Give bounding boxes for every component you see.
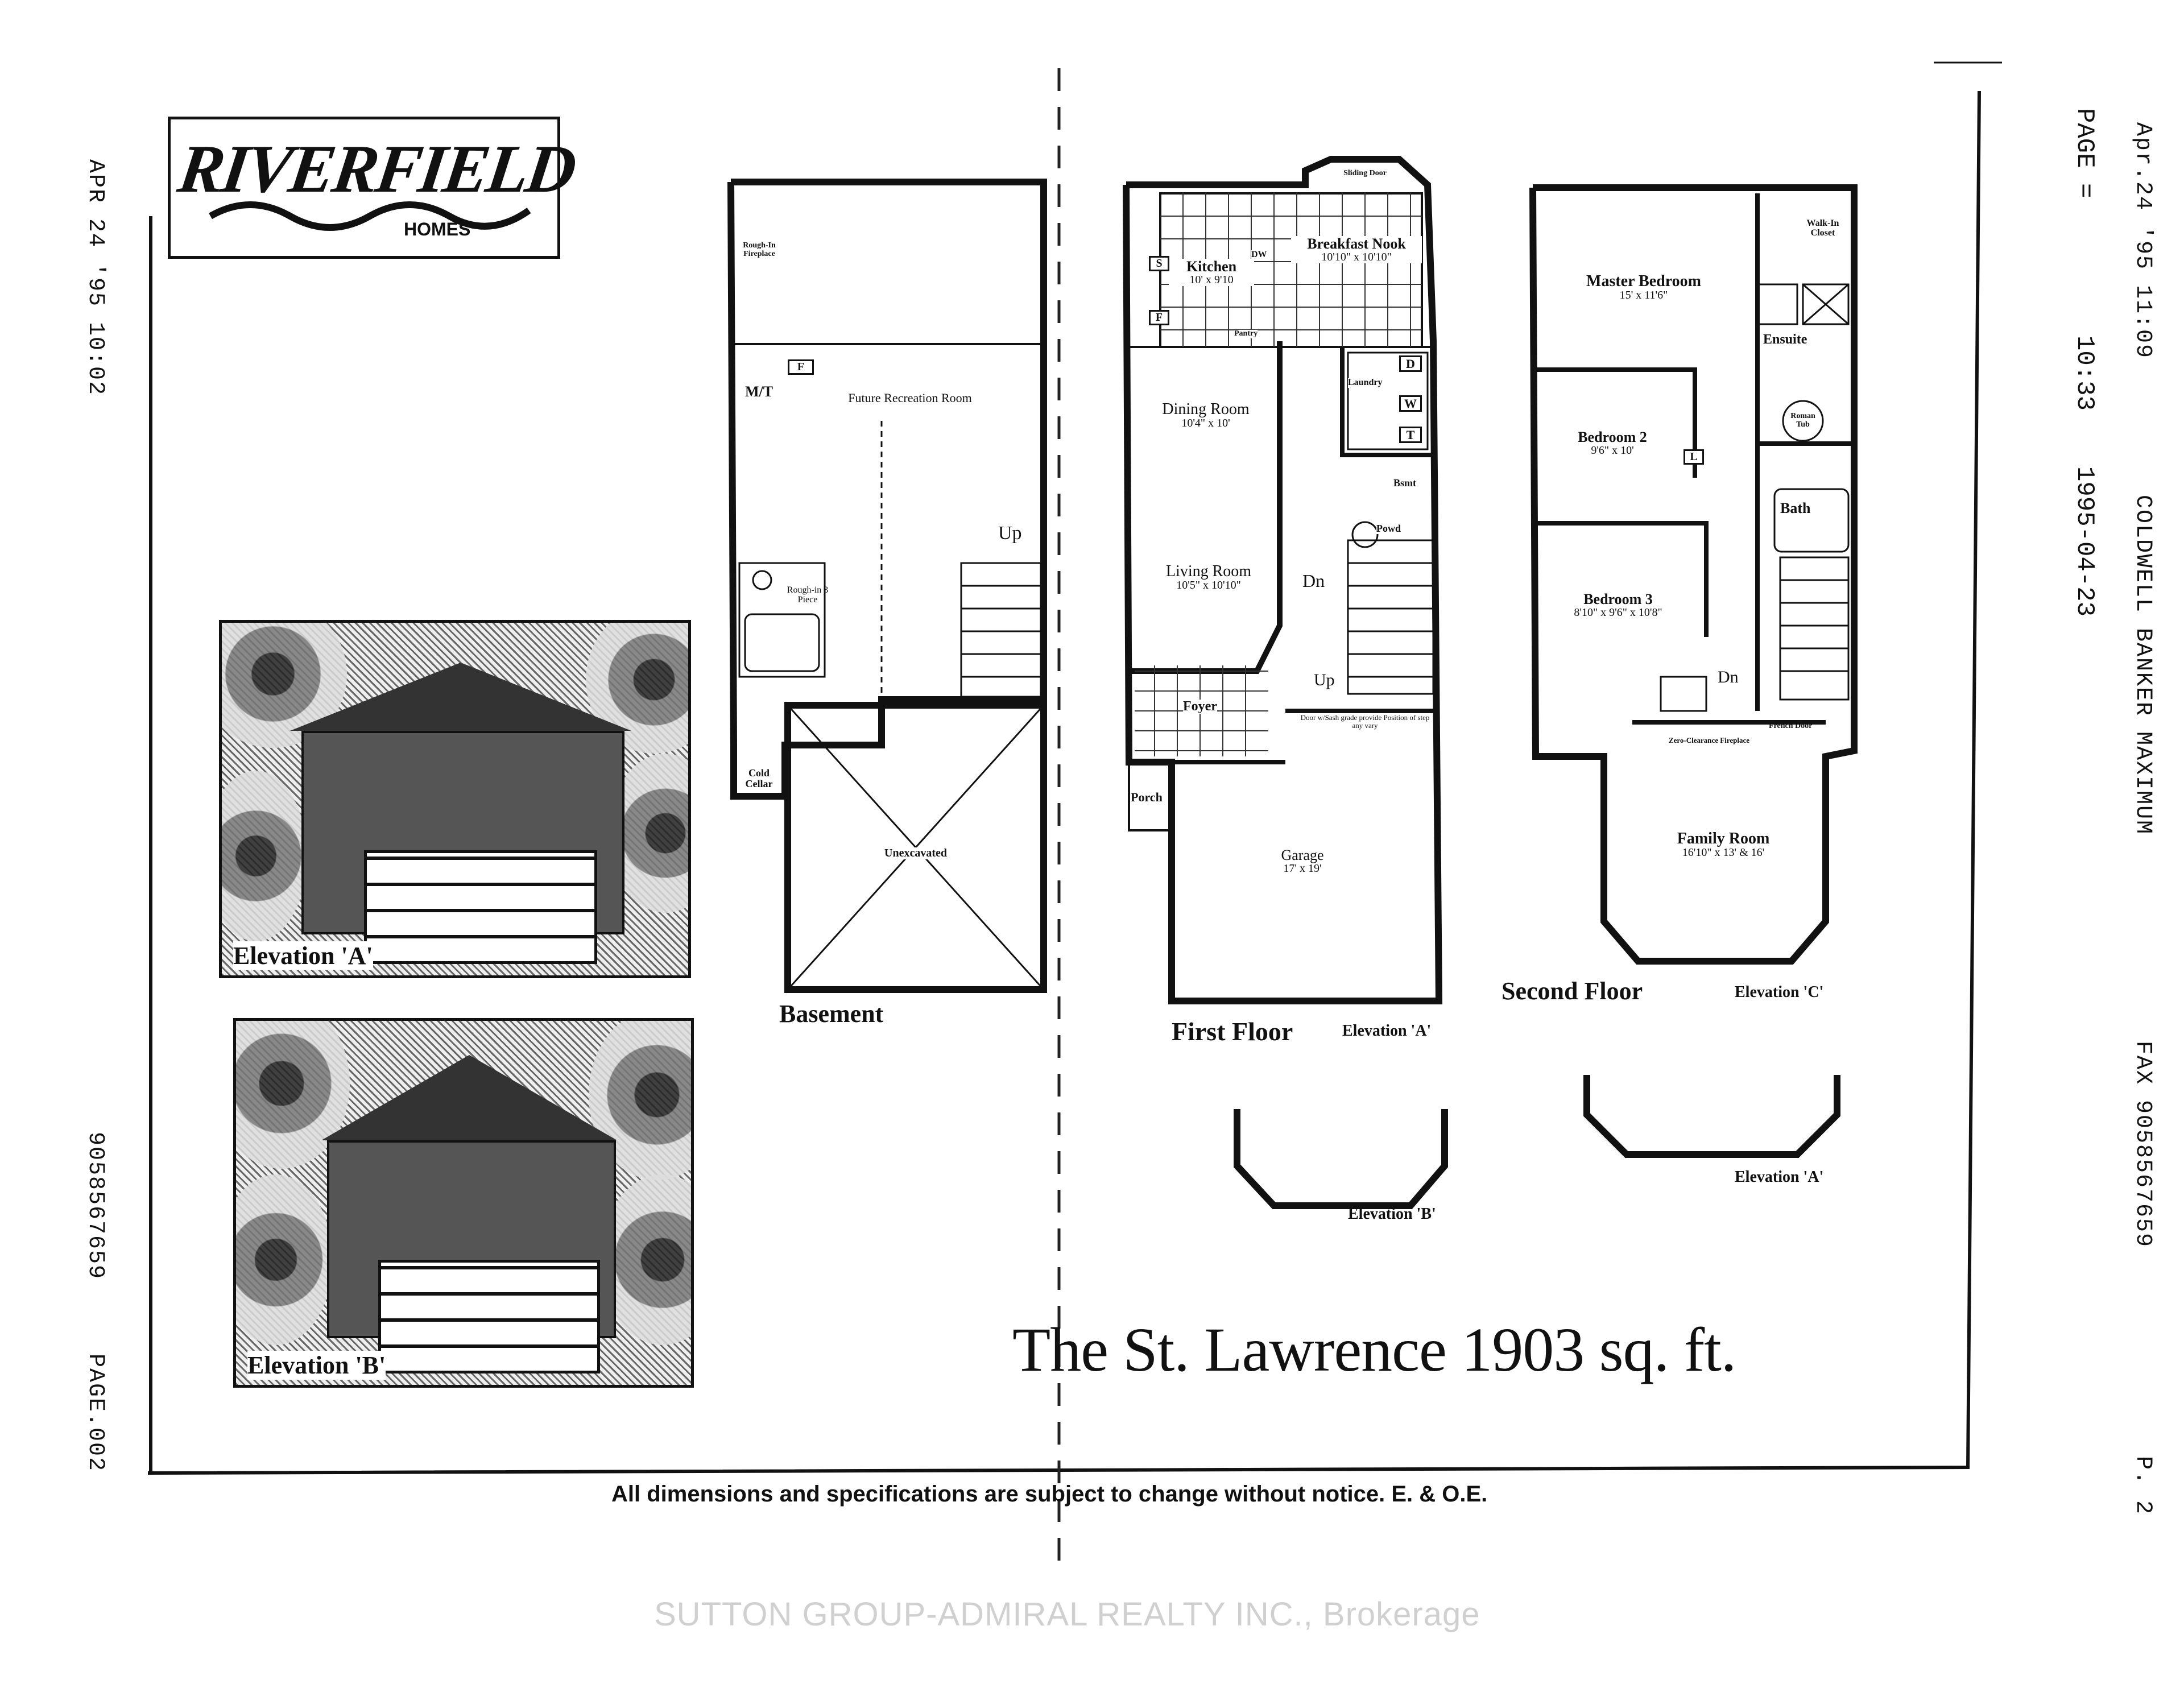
elevation-a-label: Elevation 'A' — [233, 941, 373, 970]
basement-rough-in-3piece: Rough-in 3 Piece — [787, 585, 829, 605]
garage-name: Garage — [1281, 847, 1324, 863]
dining-dim: 10'4" x 10' — [1181, 417, 1230, 430]
second-walk-in: Walk-In Closet — [1806, 218, 1839, 238]
first-porch: Porch — [1131, 790, 1163, 804]
second-french-door: French Door — [1769, 722, 1813, 730]
second-elevation-c: Elevation 'C' — [1735, 983, 1824, 1001]
second-family: Family Room 16'10" x 13' & 16' — [1638, 830, 1809, 859]
builder-logo-sub: HOMES — [404, 219, 471, 239]
master-dim: 15' x 11'6" — [1619, 289, 1668, 302]
breakfast-nook-name: Breakfast Nook — [1307, 235, 1406, 252]
first-elevation-b: Elevation 'B' — [1348, 1205, 1436, 1223]
first-laundry: Laundry — [1348, 378, 1383, 388]
first-breakfast-nook: Breakfast Nook 10'10" x 10'10" — [1291, 235, 1422, 264]
garage-door-icon — [378, 1260, 600, 1373]
basement-title: Basement — [779, 1000, 884, 1028]
elevation-a-rendering: Elevation 'A' — [219, 620, 691, 978]
first-w: W — [1399, 395, 1422, 412]
first-f: F — [1149, 310, 1169, 325]
garage-door-icon — [364, 850, 597, 964]
first-sliding-door: Sliding Door — [1343, 169, 1387, 177]
family-dim: 16'10" x 13' & 16' — [1682, 846, 1765, 859]
family-name: Family Room — [1677, 830, 1770, 847]
second-bed3: Bedroom 3 8'10" x 9'6" x 10'8" — [1553, 591, 1684, 619]
first-dn: Dn — [1302, 570, 1325, 591]
kitchen-name: Kitchen — [1186, 258, 1237, 275]
basement-rough-in-fireplace: Rough-In Fireplace — [743, 241, 776, 258]
basement-f: F — [788, 359, 814, 375]
second-ensuite: Ensuite — [1763, 332, 1807, 347]
second-l: L — [1684, 449, 1704, 465]
elevation-b-label: Elevation 'B' — [247, 1351, 386, 1380]
second-floor-title: Second Floor — [1502, 977, 1643, 1005]
first-d: D — [1399, 355, 1422, 373]
kitchen-dim: 10' x 9'10 — [1189, 274, 1234, 287]
first-garage: Garage 17' x 19' — [1251, 847, 1354, 875]
elevation-b-rendering: Elevation 'B' — [233, 1018, 694, 1388]
basement-cold-cellar: Cold Cellar — [745, 767, 773, 789]
master-name: Master Bedroom — [1586, 272, 1701, 290]
model-title: The St. Lawrence 1903 sq. ft. — [1012, 1315, 1736, 1384]
first-garage-note: Door w/Sash grade provide Position of st… — [1300, 713, 1430, 730]
first-floor-title: First Floor — [1172, 1017, 1293, 1046]
first-living: Living Room 10'5" x 10'10" — [1146, 563, 1271, 591]
basement-mt: M/T — [745, 383, 774, 400]
first-bsmt: Bsmt — [1393, 477, 1416, 489]
second-master: Master Bedroom 15' x 11'6" — [1558, 273, 1729, 301]
garage-dim: 17' x 19' — [1283, 862, 1322, 875]
first-dining: Dining Room 10'4" x 10' — [1149, 401, 1263, 429]
breakfast-nook-dim: 10'10" x 10'10" — [1321, 251, 1392, 264]
living-dim: 10'5" x 10'10" — [1176, 579, 1241, 592]
first-t: T — [1399, 427, 1422, 444]
builder-logo: RIVERFIELD HOMES — [168, 117, 579, 259]
basement-unexcavated: Unexcavated — [853, 847, 978, 859]
second-elevation-a: Elevation 'A' — [1735, 1168, 1824, 1186]
basement-up: Up — [998, 523, 1022, 544]
watermark: SUTTON GROUP-ADMIRAL REALTY INC., Broker… — [654, 1596, 1480, 1633]
first-up: Up — [1314, 671, 1335, 689]
first-powd: Powd — [1376, 523, 1401, 534]
first-pantry: Pantry — [1234, 329, 1258, 338]
bed2-dim: 9'6" x 10' — [1591, 444, 1634, 457]
house-roof-icon — [321, 1055, 617, 1140]
second-bath: Bath — [1780, 500, 1811, 516]
first-s: S — [1149, 256, 1169, 271]
bed3-dim: 8'10" x 9'6" x 10'8" — [1574, 606, 1662, 619]
second-roman-tub: Roman Tub — [1790, 412, 1815, 429]
basement-future-rec: Future Recreation Room — [848, 391, 972, 405]
second-bed2: Bedroom 2 9'6" x 10' — [1553, 429, 1672, 457]
first-dw: DW — [1251, 250, 1267, 260]
first-foyer: Foyer — [1183, 699, 1217, 714]
first-elevation-a: Elevation 'A' — [1342, 1022, 1432, 1040]
living-name: Living Room — [1165, 562, 1252, 580]
disclaimer: All dimensions and specifications are su… — [611, 1482, 1488, 1507]
house-roof-icon — [290, 663, 631, 731]
second-fireplace: Zero-Clearance Fireplace — [1668, 736, 1750, 744]
logo-wave-icon — [209, 201, 531, 231]
bed3-name: Bedroom 3 — [1583, 591, 1653, 607]
dining-name: Dining Room — [1162, 400, 1250, 418]
bed2-name: Bedroom 2 — [1578, 429, 1647, 445]
second-dn: Dn — [1718, 668, 1739, 686]
first-kitchen: Kitchen 10' x 9'10 — [1169, 258, 1254, 287]
